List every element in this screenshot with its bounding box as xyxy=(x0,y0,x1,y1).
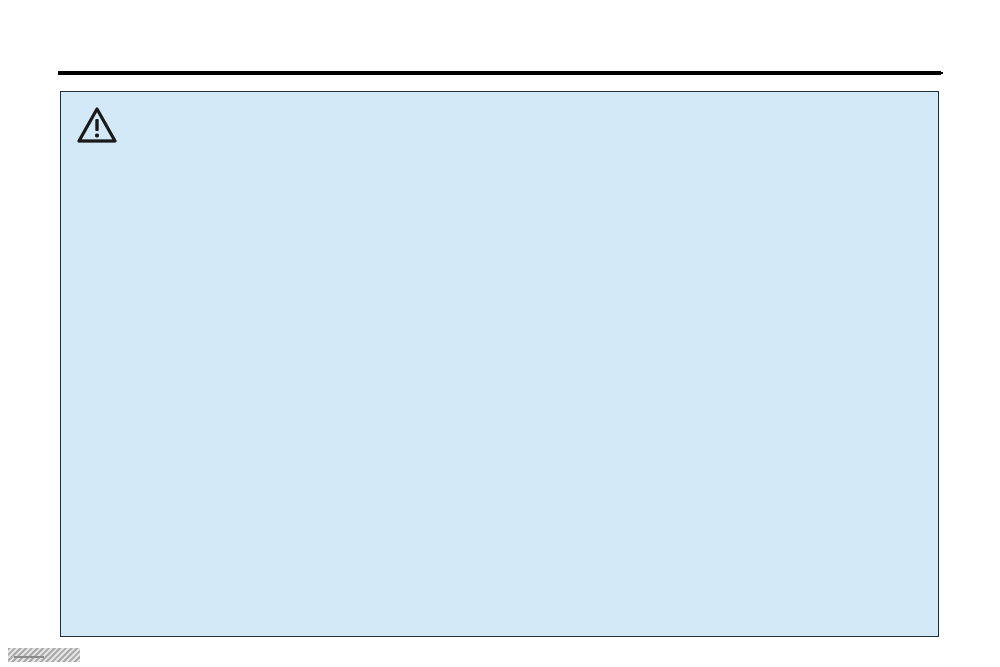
header-rule xyxy=(58,71,941,75)
warning-triangle-icon xyxy=(77,107,117,143)
footer-hatched-mark xyxy=(8,648,80,662)
header-rule-end-dot xyxy=(941,72,943,74)
warning-notice-box xyxy=(60,91,939,637)
footer-mark-line xyxy=(14,656,44,658)
